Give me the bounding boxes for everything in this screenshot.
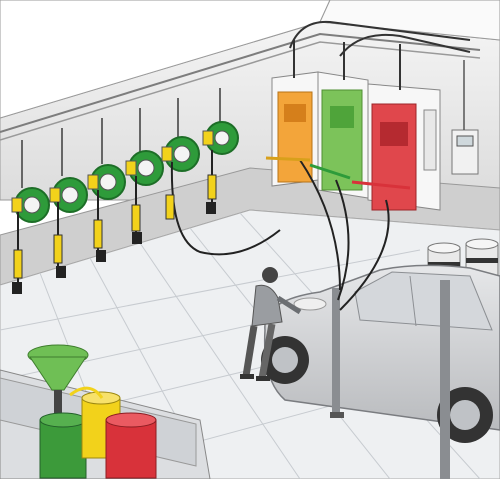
floor-pit — [0, 344, 211, 479]
hose-reel-icon — [202, 88, 239, 214]
funnel-icon — [27, 344, 89, 430]
drum-icon — [105, 412, 157, 479]
hose-reel-icon — [49, 128, 88, 278]
hose-reels — [11, 88, 281, 294]
drum-icon — [39, 412, 87, 479]
hose-reel-icon — [87, 118, 126, 262]
lift-posts — [330, 280, 450, 479]
hose-reel-icon — [11, 140, 50, 294]
dispensers — [271, 20, 479, 211]
mechanic-icon — [240, 267, 302, 381]
hose-reel-icon — [125, 108, 164, 244]
dispenser-green — [317, 42, 369, 199]
hoses — [265, 156, 411, 311]
control-panel-icon — [451, 60, 479, 175]
dispenser-red — [367, 44, 441, 211]
hose-reel-icon — [161, 98, 281, 256]
fuel-nozzle-icon — [265, 156, 411, 190]
